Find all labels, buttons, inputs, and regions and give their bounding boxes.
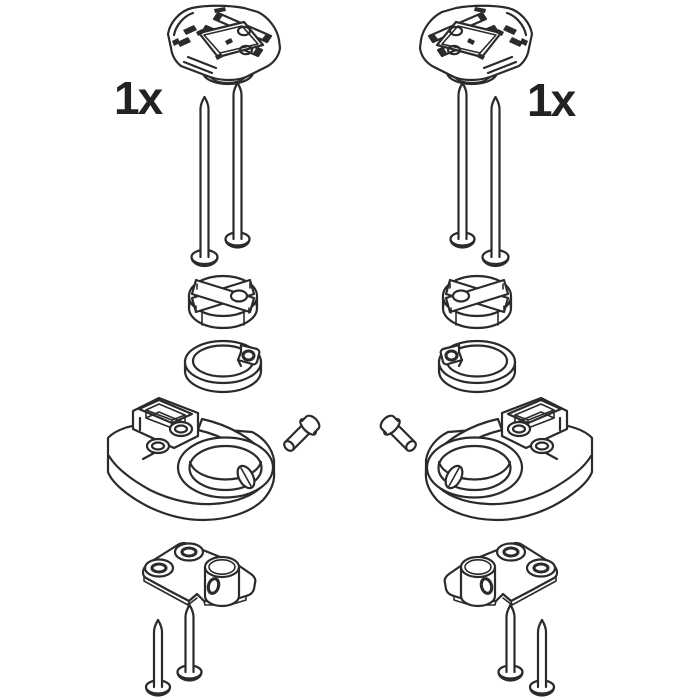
quantity-label-right: 1x: [527, 74, 576, 126]
parts-kit-left: [106, 4, 321, 697]
short-nail-pin-illustration: [144, 603, 203, 697]
shoulder-rivet-illustration: [283, 414, 321, 452]
long-nail-pin-illustration: [190, 81, 251, 268]
hinge-plate-with-barrel-illustration: [141, 541, 257, 608]
pivot-base-bracket-illustration: [106, 396, 276, 522]
quantity-label-left: 1x: [114, 72, 163, 124]
clamp-ring-illustration: [183, 339, 263, 394]
slotted-cam-disc-illustration: [187, 274, 259, 330]
mounting-clip-plate-illustration: [166, 4, 282, 86]
